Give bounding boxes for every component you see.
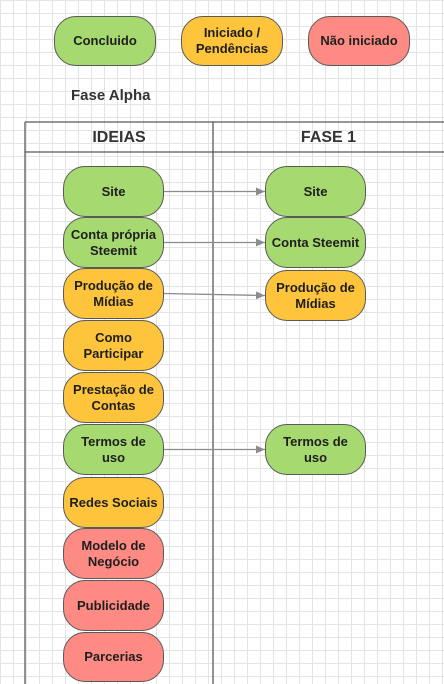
- lane-header-ideas: IDEIAS: [92, 129, 146, 146]
- phase1-node: Site: [265, 166, 366, 217]
- idea-node: Termos de uso: [63, 424, 164, 475]
- phase1-node: Produção de Mídias: [265, 270, 366, 321]
- phase1-node: Conta Steemit: [265, 217, 366, 268]
- legend-not-started: Não iniciado: [308, 16, 410, 66]
- legend-in-progress: Iniciado / Pendências: [181, 16, 283, 66]
- idea-node: Como Participar: [63, 320, 164, 371]
- diagram-title: Fase Alpha: [71, 87, 151, 104]
- lane-header-phase1: FASE 1: [300, 129, 357, 146]
- idea-node: Publicidade: [63, 580, 164, 631]
- idea-node: Prestação de Contas: [63, 372, 164, 423]
- idea-node: Modelo de Negócio: [63, 528, 164, 579]
- phase1-node: Termos de uso: [265, 424, 366, 475]
- legend-done: Concluido: [54, 16, 156, 66]
- idea-node: Conta própria Steemit: [63, 217, 164, 268]
- idea-node: Produção de Mídias: [63, 268, 164, 319]
- connectors: [163, 187, 266, 454]
- idea-node: Redes Sociais: [63, 477, 164, 528]
- idea-node: Site: [63, 166, 164, 217]
- idea-node: Parcerias: [63, 632, 164, 682]
- connector-arrow: [163, 291, 266, 300]
